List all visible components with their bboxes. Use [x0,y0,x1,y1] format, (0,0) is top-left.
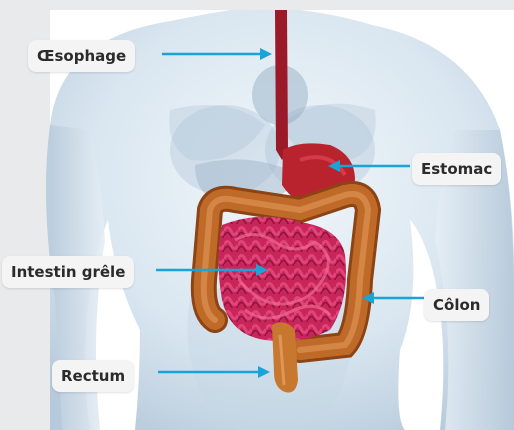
esophagus-organ [275,10,288,160]
label-rectum: Rectum [52,360,134,392]
label-intestin-grele: Intestin grêle [2,256,134,288]
label-colon: Côlon [424,289,489,321]
label-estomac: Estomac [412,153,501,185]
label-oesophage: Œsophage [28,40,135,72]
